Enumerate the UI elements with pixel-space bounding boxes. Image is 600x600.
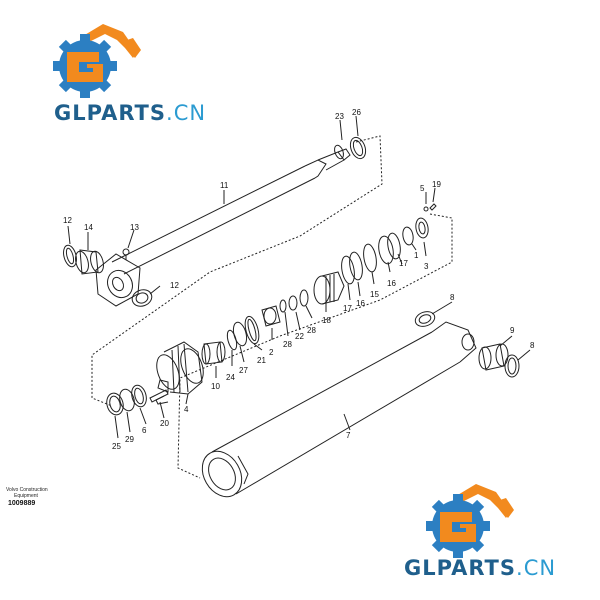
guide-line-tube [177,213,453,479]
seal-26 [349,136,367,160]
label-27: 27 [239,366,248,375]
bushing-14 [79,249,99,275]
grease-nipple-13 [122,248,130,256]
seal-1 [402,226,414,246]
credit-line-2: Equipment [14,493,38,499]
brand-text-bottom: GLPARTS.CN [404,556,557,580]
label-11: 11 [220,181,229,190]
label-3: 3 [424,262,429,271]
part-number-labels: 11 23 26 12 14 13 12 5 19 1 3 17 16 15 1… [63,108,535,451]
guide-line-rod [91,135,383,407]
label-28-b: 28 [283,340,292,349]
label-12-b: 12 [170,281,179,290]
ring-24 [226,329,238,351]
label-17-b: 17 [399,259,408,268]
ring-21 [244,315,260,345]
ring-28-a [279,299,287,313]
glparts-logo-icon-bottom [426,484,514,558]
seal-17-a [341,255,355,285]
label-8-a: 8 [450,293,455,302]
label-10: 10 [211,382,220,391]
seal-3 [415,217,429,239]
label-5: 5 [420,184,425,193]
brand-text-top: GLPARTS.CN [54,101,207,125]
ring-27 [232,321,248,347]
label-19: 20 [160,419,169,428]
credit-line-1: Volvo Construction [6,487,48,493]
label-28-a: 28 [307,326,316,335]
ring-28-b [299,289,309,307]
label-20: 19 [432,180,441,189]
ring-29 [119,388,135,412]
gland-18 [313,271,345,305]
bushing-9 [481,343,505,371]
credit-text: Volvo Construction Equipment [6,487,48,499]
label-21: 21 [257,356,266,365]
label-1: 1 [414,251,419,260]
cylinder-tube [201,321,477,498]
seal-17-b [387,232,401,260]
ball-5 [423,206,429,212]
seal-23 [334,144,344,160]
label-16-a: 16 [356,299,365,308]
label-9: 9 [510,326,515,335]
label-23: 23 [335,112,344,121]
nut-2 [261,305,281,327]
ring-8-bottom [504,354,520,378]
seal-15 [363,243,377,273]
glparts-logo-icon [53,24,141,98]
ring-12-bottom [131,289,153,307]
label-26: 26 [352,108,361,117]
ring-25 [106,392,124,416]
label-6: 6 [142,426,147,435]
label-7: 7 [346,431,351,440]
ring-6 [131,384,147,408]
label-14: 14 [84,223,93,232]
label-13: 13 [130,223,139,232]
label-15: 15 [370,290,379,299]
ring-8-top [414,311,436,327]
bolt-19 [149,389,169,403]
seal-16-b [378,235,394,265]
label-29: 29 [125,435,134,444]
label-17-a: 17 [343,304,352,313]
label-16-b: 16 [387,279,396,288]
label-25: 25 [112,442,121,451]
label-2: 2 [269,348,274,357]
screw-20 [429,203,437,211]
piston-head [155,341,204,405]
label-22: 22 [295,332,304,341]
label-8-b: 8 [530,341,535,350]
seal-16-a [349,251,363,281]
label-4: 4 [184,405,189,414]
document-number: 1009889 [8,500,36,507]
label-18: 18 [322,316,331,325]
ring-22 [288,295,298,311]
label-12-a: 12 [63,216,72,225]
label-24: 24 [226,373,235,382]
